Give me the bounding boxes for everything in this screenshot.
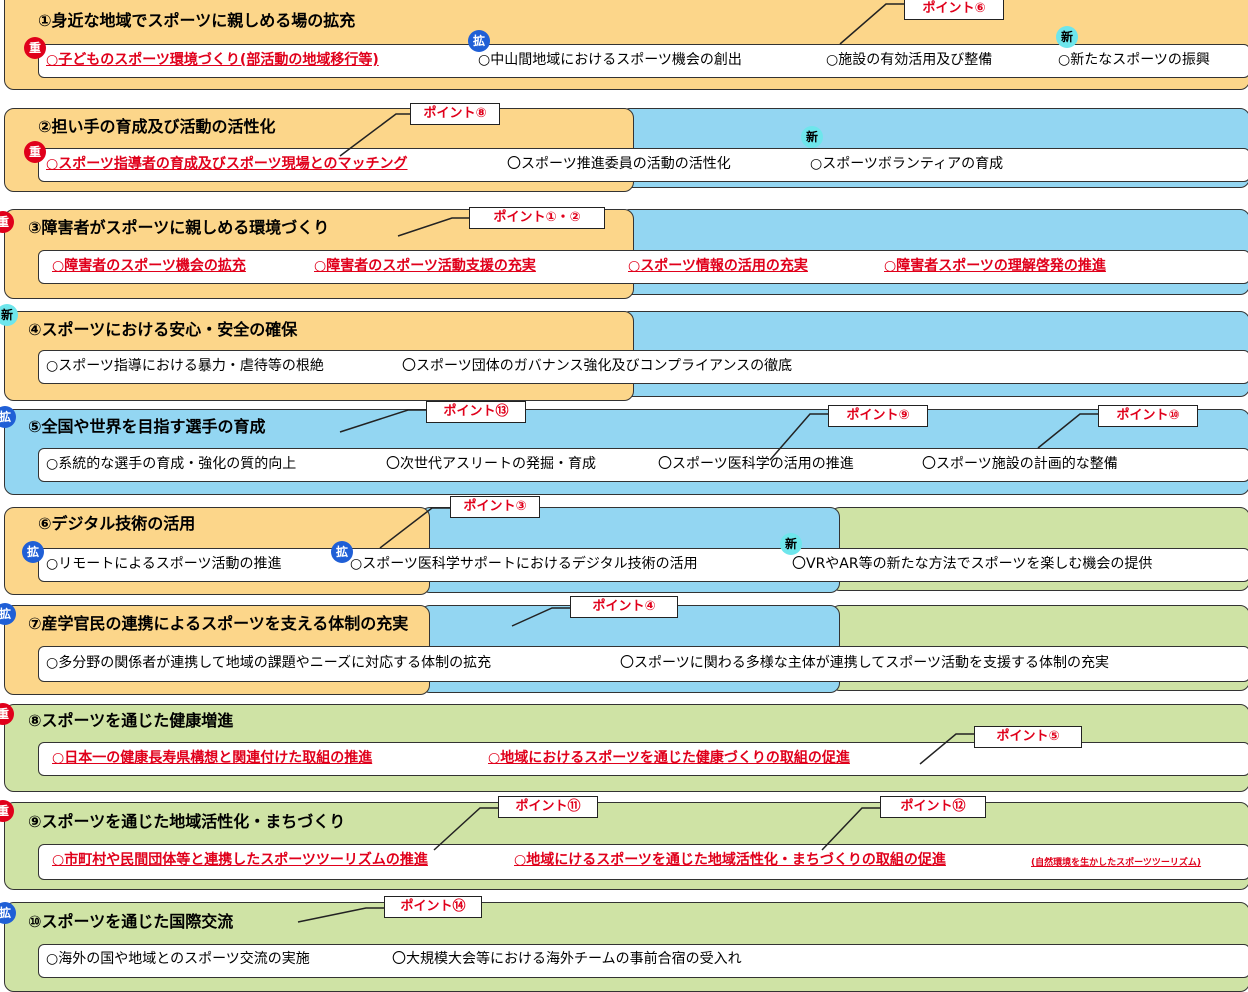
s6-item-1: ○リモートによるスポーツ活動の推進 (46, 556, 282, 572)
jyu-badge-s3: 重 (0, 211, 14, 233)
s6-item-3: 〇VRやAR等の新たな方法でスポーツを楽しむ機会の提供 (792, 556, 1153, 572)
section-1-title: ①身近な地域でスポーツに親しめる場の拡充 (38, 11, 356, 30)
section-2-box (38, 148, 1248, 182)
section-10-title: ⑩スポーツを通じた国際交流 (28, 912, 234, 931)
s7-item-1: ○多分野の関係者が連携して地域の課題やニーズに対応する体制の拡充 (46, 655, 492, 671)
s7-item-2: 〇スポーツに関わる多様な主体が連携してスポーツ活動を支援する体制の充実 (620, 655, 1110, 671)
s4-item-2: 〇スポーツ団体のガバナンス強化及びコンプライアンスの徹底 (402, 358, 793, 374)
s3-item-1: ○障害者のスポーツ機会の拡充 (52, 258, 246, 274)
s5-item-2: 〇次世代アスリートの発掘・育成 (386, 456, 596, 472)
s9-note: (自然環境を生かしたスポーツツーリズム) (1031, 858, 1202, 868)
s8-item-1: ○日本一の健康長寿県構想と関連付けた取組の推進 (52, 750, 373, 766)
s6-item-2: ○スポーツ医科学サポートにおけるデジタル技術の活用 (350, 556, 698, 572)
shin-badge-s6: 新 (780, 533, 802, 555)
section-8-title: ⑧スポーツを通じた健康増進 (28, 711, 234, 730)
point-5-callout: ポイント⑤ (974, 726, 1082, 748)
jyu-badge-s9: 重 (0, 800, 14, 822)
section-9-title: ⑨スポーツを通じた地域活性化・まちづくり (28, 812, 346, 831)
kaku-badge-s5: 拡 (0, 406, 16, 428)
section-5-box (38, 448, 1248, 482)
point-9-callout: ポイント⑨ (828, 405, 928, 427)
jyu-badge-s2: 重 (24, 141, 46, 163)
point-13-callout: ポイント⑬ (426, 401, 526, 423)
s3-item-2: ○障害者のスポーツ活動支援の充実 (314, 258, 536, 274)
section-7-title: ⑦産学官民の連携によるスポーツを支える体制の充実 (28, 614, 409, 633)
point-4-callout: ポイント④ (570, 596, 678, 618)
jyu-badge-s1: 重 (24, 37, 46, 59)
s9-item-2: ○地域にけるスポーツを通じた地域活性化・まちづくりの取組の促進 (514, 852, 946, 868)
point-10-callout: ポイント⑩ (1098, 405, 1198, 427)
kaku-badge-s10: 拡 (0, 902, 16, 924)
s2-item-2: 〇スポーツ推進委員の活動の活性化 (507, 156, 731, 172)
s4-item-1: ○スポーツ指導における暴力・虐待等の根絶 (46, 358, 324, 374)
s3-item-3: ○スポーツ情報の活用の充実 (628, 258, 808, 274)
s5-item-1: ○系統的な選手の育成・強化の質的向上 (46, 456, 297, 472)
s10-item-1: ○海外の国や地域とのスポーツ交流の実施 (46, 951, 310, 967)
section-7-box (38, 646, 1248, 682)
s5-item-3: 〇スポーツ医科学の活用の推進 (658, 456, 854, 472)
s2-item-3: ○スポーツボランティアの育成 (810, 156, 1004, 172)
section-3-box (38, 250, 1248, 284)
s1-item-1: ○子どものスポーツ環境づくり(部活動の地域移行等) (46, 52, 379, 68)
point-14-callout: ポイント⑭ (384, 896, 482, 918)
s1-item-3: ○施設の有効活用及び整備 (826, 52, 993, 68)
s1-item-4: ○新たなスポーツの振興 (1058, 52, 1210, 68)
section-5-title: ⑤全国や世界を目指す選手の育成 (28, 417, 266, 436)
s5-item-4: 〇スポーツ施設の計画的な整備 (922, 456, 1118, 472)
s8-item-2: ○地域におけるスポーツを通じた健康づくりの取組の促進 (488, 750, 850, 766)
kaku-badge-s6a: 拡 (22, 541, 44, 563)
s1-item-2: ○中山間地域におけるスポーツ機会の創出 (478, 52, 742, 68)
s9-item-1: ○市町村や民間団体等と連携したスポーツツーリズムの推進 (52, 852, 428, 868)
section-4-title: ④スポーツにおける安心・安全の確保 (28, 320, 298, 339)
jyu-badge-s8: 重 (0, 703, 14, 725)
section-2-title: ②担い手の育成及び活動の活性化 (38, 117, 276, 136)
section-3-title: ③障害者がスポーツに親しめる環境づくり (28, 218, 330, 237)
section-6-title: ⑥デジタル技術の活用 (38, 514, 196, 533)
point-3-callout: ポイント③ (450, 496, 540, 518)
shin-badge-s2: 新 (801, 126, 823, 148)
kaku-badge-s7: 拡 (0, 603, 16, 625)
kaku-badge-s6b: 拡 (331, 541, 353, 563)
s2-item-1: ○スポーツ指導者の育成及びスポーツ現場とのマッチング (46, 156, 408, 172)
shin-badge-s4: 新 (0, 304, 18, 326)
point-1-2-callout: ポイント①・② (469, 207, 605, 229)
point-11-callout: ポイント⑪ (498, 796, 598, 818)
point-12-callout: ポイント⑫ (880, 796, 986, 818)
kaku-badge-s1: 拡 (468, 30, 490, 52)
point-8-callout: ポイント⑧ (410, 103, 500, 125)
shin-badge-s1: 新 (1056, 26, 1078, 48)
point-6-callout: ポイント⑥ (904, 0, 1004, 20)
section-9-box (38, 844, 1248, 880)
s3-item-4: ○障害者スポーツの理解啓発の推進 (884, 258, 1106, 274)
section-6-box (38, 548, 1248, 582)
section-1-box (38, 44, 1248, 78)
s10-item-2: 〇大規模大会等における海外チームの事前合宿の受入れ (392, 951, 742, 967)
section-4-box (38, 350, 1248, 384)
